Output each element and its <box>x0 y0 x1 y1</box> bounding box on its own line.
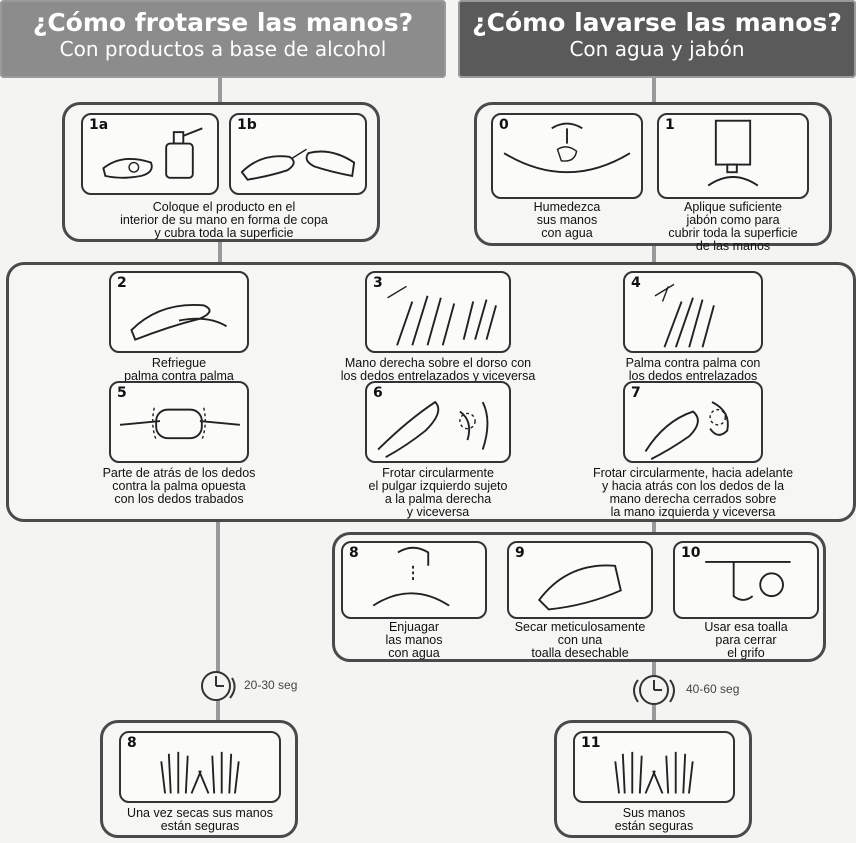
water-duration: 40-60 seg <box>686 682 740 696</box>
connector-right-mid <box>652 244 656 264</box>
step-3-panel: 3 <box>365 271 511 353</box>
step-5-panel: 5 <box>109 381 249 463</box>
step-number: 1 <box>665 117 675 133</box>
cupped-hand-icon <box>102 127 203 179</box>
close-tap-towel-icon <box>705 561 791 601</box>
step-4-panel: 4 <box>623 271 763 353</box>
rubbing-hands-icon <box>240 148 356 181</box>
step-number: 10 <box>681 545 701 561</box>
alcohol-start-caption: Coloque el producto en el interior de su… <box>120 200 328 240</box>
connector-left-long <box>216 520 220 722</box>
step-number: 6 <box>373 385 383 401</box>
alcohol-end-group: 8 Una vez secas sus manos están seguras <box>100 720 298 838</box>
water-header: ¿Cómo lavarse las manos? Con agua y jabó… <box>458 0 856 78</box>
water-end-caption: Sus manos están seguras <box>614 806 694 833</box>
step-number: 1b <box>237 117 257 133</box>
step-10-panel: 10 <box>673 541 819 619</box>
step-6-panel: 6 <box>365 381 511 463</box>
step-number: 9 <box>515 545 525 561</box>
palm-rub-icon <box>130 303 228 341</box>
step-4-caption: Palma contra palma con los dedos entrela… <box>625 356 761 383</box>
water-end-group: 11 Sus manos están seguras <box>554 720 752 838</box>
alcohol-timer: 20-30 seg <box>196 668 326 704</box>
step-7-panel: 7 <box>623 381 763 463</box>
clean-hands-icon <box>614 751 694 794</box>
step-number: 8 <box>349 545 359 561</box>
step-3-caption: Mano derecha sobre el dorso con los dedo… <box>340 356 536 383</box>
step-number: 7 <box>631 385 641 401</box>
thumb-rub-icon <box>377 400 489 459</box>
step-2-panel: 2 <box>109 271 249 353</box>
step-number: 5 <box>117 385 127 401</box>
step-9-panel: 9 <box>507 541 653 619</box>
step-5-caption: Parte de atrás de los dedos contra la pa… <box>102 466 256 506</box>
locked-fingers-icon <box>119 407 240 441</box>
connector-left-top <box>218 78 222 104</box>
connector-right-top <box>652 78 656 104</box>
step-number: 2 <box>117 275 127 291</box>
alcohol-header: ¿Cómo frotarse las manos? Con productos … <box>0 0 446 78</box>
connector-left-mid <box>218 240 222 264</box>
step-number: 0 <box>499 117 509 133</box>
step-number: 1a <box>89 117 109 133</box>
clock-icon <box>633 675 675 705</box>
alcohol-end-caption: Una vez secas sus manos están seguras <box>127 806 273 833</box>
water-subtitle: Con agua y jabón <box>569 37 745 61</box>
towel-dry-icon <box>537 564 622 611</box>
water-title: ¿Cómo lavarse las manos? <box>472 8 842 37</box>
interlaced-palms-icon <box>654 283 715 348</box>
step-8-caption: Enjuagar las manos con agua <box>385 620 443 660</box>
alcohol-duration: 20-30 seg <box>244 678 298 692</box>
step-8-safe-panel: 8 <box>119 731 281 803</box>
alcohol-start-group: 1a 1b Coloque el producto en el interior… <box>62 102 380 242</box>
step-0-panel: 0 <box>491 113 643 199</box>
fingertip-rub-icon <box>644 401 729 460</box>
step-number: 11 <box>581 735 601 751</box>
interlaced-back-icon <box>387 285 497 346</box>
rinse-steps-group: 8 9 10 Enjuagar las manos con agua Secar… <box>332 532 826 662</box>
step-1-caption: Aplique suficiente jabón como para cubri… <box>668 200 798 253</box>
step-7-caption: Frotar circularmente, hacia adelante y h… <box>592 466 794 519</box>
step-1-panel: 1 <box>657 113 809 199</box>
step-number: 8 <box>127 735 137 751</box>
connector-right-rinse <box>652 520 656 534</box>
step-9-caption: Secar meticulosamente con una toalla des… <box>514 620 646 660</box>
step-0-caption: Humedezca sus manos con agua <box>533 200 601 240</box>
step-2-caption: Refriegue palma contra palma <box>124 356 234 383</box>
clean-hands-icon <box>160 751 240 794</box>
sink-tap-icon <box>503 122 631 174</box>
step-6-caption: Frotar circularmente el pulgar izquierdo… <box>368 466 508 519</box>
soap-dispenser-icon <box>707 119 759 187</box>
step-number: 3 <box>373 275 383 291</box>
common-steps-group: 2 Refriegue palma contra palma 3 Mano de… <box>6 262 856 522</box>
step-10-caption: Usar esa toalla para cerrar el grifo <box>704 620 788 660</box>
alcohol-title: ¿Cómo frotarse las manos? <box>32 8 414 37</box>
rinse-tap-icon <box>372 546 450 607</box>
water-timer: 40-60 seg <box>630 672 770 708</box>
step-number: 4 <box>631 275 641 291</box>
step-1a-panel: 1a <box>81 113 219 195</box>
step-8-panel: 8 <box>341 541 487 619</box>
alcohol-subtitle: Con productos a base de alcohol <box>59 37 387 61</box>
clock-icon <box>201 671 236 701</box>
step-11-panel: 11 <box>573 731 735 803</box>
water-start-group: 0 1 Humedezca sus manos con agua Aplique… <box>474 102 832 253</box>
step-1b-panel: 1b <box>229 113 367 195</box>
